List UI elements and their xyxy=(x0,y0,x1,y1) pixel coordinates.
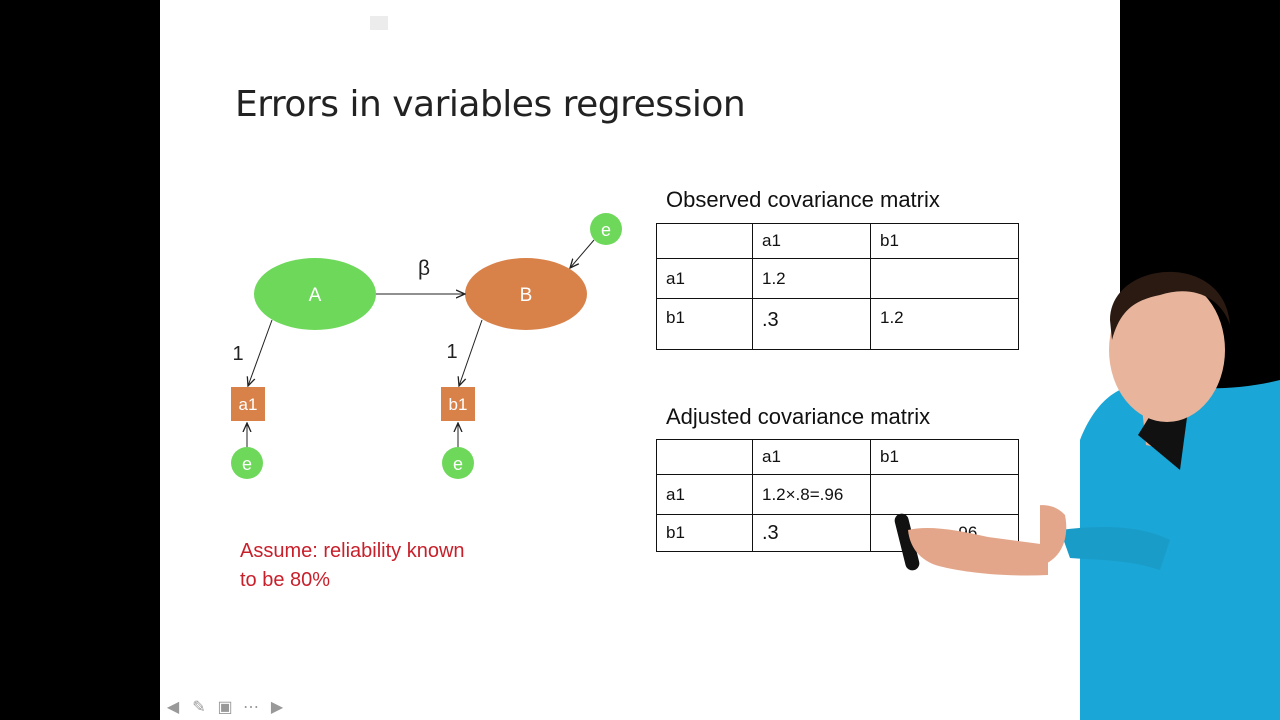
error-a1-label: e xyxy=(242,454,252,474)
slide-title: Errors in variables regression xyxy=(235,84,746,125)
presenter-video xyxy=(1040,271,1280,720)
table-cell: a1 xyxy=(752,439,871,475)
error-b-node xyxy=(590,213,622,245)
slide: Errors in variables regression A B β 1 1… xyxy=(160,0,1120,720)
adjusted-matrix-heading: Adjusted covariance matrix xyxy=(666,404,931,429)
table-row: a1 b1 xyxy=(656,439,1019,475)
table-cell: .3 xyxy=(752,298,871,350)
table-cell: a1 xyxy=(656,258,753,299)
table-cell: 1.2 xyxy=(752,258,871,299)
table-row: a1 b1 xyxy=(656,223,1019,259)
presenter-head xyxy=(1109,278,1225,422)
presenter-hoodie xyxy=(1080,380,1280,720)
observed-matrix-heading: Observed covariance matrix xyxy=(666,187,940,212)
arrow-right-icon[interactable]: ▶ xyxy=(270,699,284,716)
table-cell: b1 xyxy=(656,298,753,350)
reliability-note: Assume: reliability known to be 80% xyxy=(240,537,465,595)
more-icon[interactable]: ⋯ xyxy=(243,699,259,716)
table-row: a1 1.2 xyxy=(656,258,1019,299)
loading-b-arrow xyxy=(459,319,483,386)
pen-icon[interactable]: ✎ xyxy=(192,699,206,716)
slide-corner-decoration xyxy=(370,16,388,30)
indicator-a1-box xyxy=(231,387,265,421)
presenter-pointing-hand xyxy=(894,513,1048,576)
loading-a-label: 1 xyxy=(232,343,243,365)
table-cell: a1 xyxy=(752,223,871,259)
table-cell: b1 xyxy=(870,439,1019,475)
slide-toolbar: ◀ ✎ ▣ ⋯ ▶ xyxy=(162,696,288,718)
table-cell xyxy=(870,258,1019,299)
table-cell: 1.2×.8=.96 xyxy=(752,474,871,515)
table-cell: 1.2 xyxy=(870,298,1019,350)
error-b-label: e xyxy=(601,220,611,240)
latent-b-label: B xyxy=(520,285,533,306)
latent-a-node xyxy=(254,258,376,330)
table-cell xyxy=(656,223,753,259)
error-b1-label: e xyxy=(453,454,463,474)
latent-a-label: A xyxy=(309,285,322,306)
indicator-b1-box xyxy=(441,387,475,421)
error-b1-node xyxy=(442,447,474,479)
error-a1-node xyxy=(231,447,263,479)
slides-icon[interactable]: ▣ xyxy=(217,699,233,716)
table-row: b1 .3 1.2 xyxy=(656,298,1019,350)
table-cell: a1 xyxy=(656,474,753,515)
loading-b-label: 1 xyxy=(446,341,457,363)
reliability-note-line1: Assume: reliability known xyxy=(240,540,465,562)
table-cell xyxy=(656,439,753,475)
arrow-left-icon[interactable]: ◀ xyxy=(166,699,180,716)
latent-b-node xyxy=(465,258,587,330)
table-cell: .3 xyxy=(752,514,871,552)
table-cell: b1 xyxy=(656,514,753,552)
reliability-note-line2: to be 80% xyxy=(240,569,331,591)
indicator-a1-label: a1 xyxy=(239,395,258,414)
observed-covariance-table: a1 b1 a1 1.2 b1 .3 1.2 xyxy=(656,223,1019,350)
indicator-b1-label: b1 xyxy=(449,395,468,414)
error-b-arrow xyxy=(570,239,595,268)
table-row: a1 1.2×.8=.96 xyxy=(656,474,1019,515)
table-cell: b1 xyxy=(870,223,1019,259)
loading-a-arrow xyxy=(248,319,273,386)
table-cell xyxy=(870,474,1019,515)
path-diagram: A B β 1 1 a1 b1 e e e xyxy=(231,213,622,479)
beta-label: β xyxy=(418,257,430,280)
